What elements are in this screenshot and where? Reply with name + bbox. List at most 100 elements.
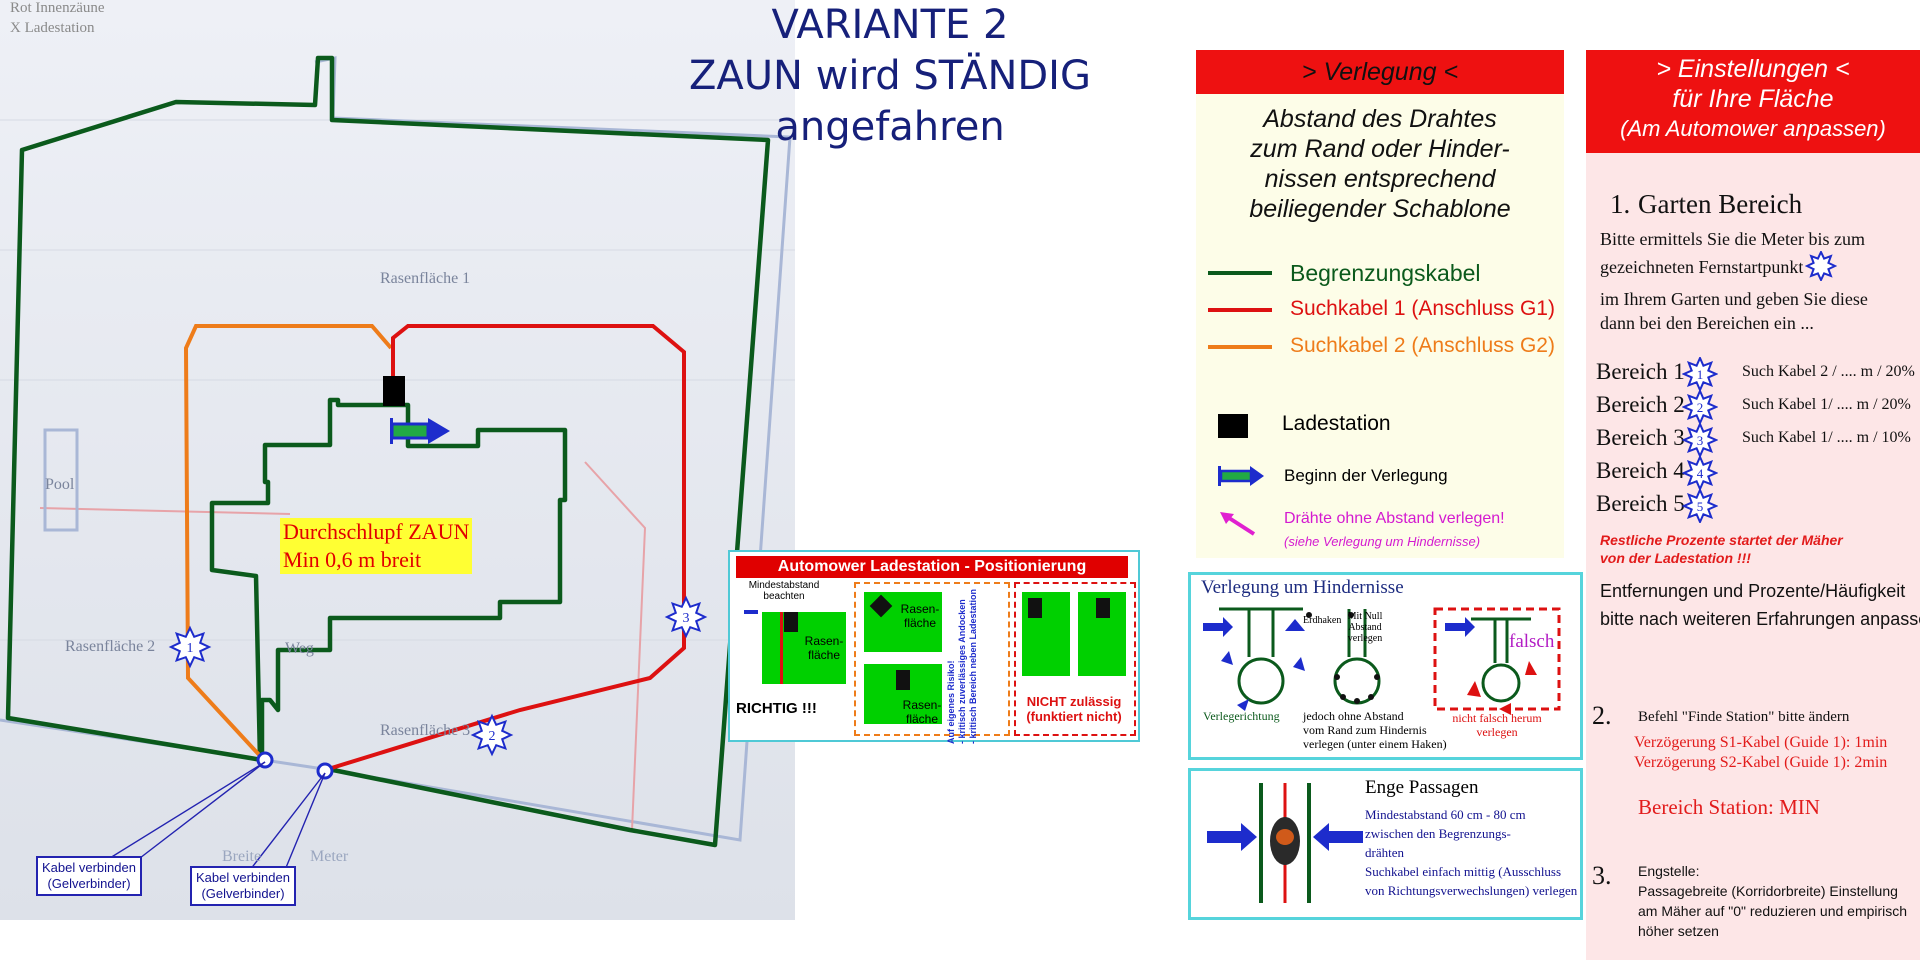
- wire-distance-line2: zum Rand oder Hinder-: [1250, 135, 1510, 163]
- legend-boundary-swatch: [1208, 271, 1272, 275]
- legend-guide2-swatch: [1208, 345, 1272, 349]
- installation-panel: Abstand des Drahtes zum Rand oder Hinder…: [1196, 94, 1564, 558]
- label-path: Weg: [285, 640, 314, 657]
- legend-station-icon: [1218, 414, 1248, 438]
- start-point-star-3: [664, 595, 708, 639]
- panel1-wire: [780, 612, 783, 684]
- plan-drawing: 123: [0, 55, 795, 871]
- panel3-station-right: [1096, 598, 1110, 618]
- section-3-text: Engstelle: Passagebreite (Korridorbreite…: [1638, 861, 1907, 941]
- area-2-value: Such Kabel 1/ .... m / 20%: [1742, 396, 1911, 413]
- obstacles-panel: Verlegung um Hindernisse Erdhaken: [1188, 572, 1583, 760]
- guide-wire-1: [324, 324, 686, 772]
- start-point-star-2: [470, 713, 514, 757]
- narrow-line-1: Mindestabstand 60 cm - 80 cm: [1365, 807, 1526, 822]
- area-row-2: Bereich 2 2 Such Kabel 1/ .... m / 20%: [1596, 388, 1920, 426]
- section-2-title: Befehl "Finde Station" bitte ändern: [1638, 709, 1850, 725]
- area-1-value: Such Kabel 2 / .... m / 20%: [1742, 363, 1915, 380]
- passage-note-line1: Durchschlupf ZAUN: [283, 519, 470, 544]
- connector-label-1: Kabel verbinden (Gelverbinder): [36, 856, 142, 896]
- delay-line-2: Verzögerung S2-Kabel (Guide 1): 2min: [1634, 754, 1888, 771]
- without-distance-note: jedoch ohne Abstand vom Rand zum Hindern…: [1303, 709, 1447, 751]
- section-2-number: 2.: [1592, 701, 1612, 730]
- panel1-lawn-label-1: Rasen-: [804, 634, 844, 648]
- positioning-title: Automower Ladestation - Positionierung: [736, 556, 1128, 578]
- adjust-note: Entfernungen und Prozente/Häufigkeit bit…: [1600, 577, 1920, 633]
- garden-section-title: Garten Bereich: [1638, 189, 1803, 219]
- garden-instructions-line4: dann bei den Bereichen ein ...: [1600, 313, 1814, 333]
- section-2-delays: Verzögerung S1-Kabel (Guide 1): 1min Ver…: [1634, 733, 1887, 773]
- panel2-lawn-label-bottom-2: fläche: [905, 712, 939, 726]
- section-3-line3: höher setzen: [1638, 923, 1719, 939]
- area-row-1: Bereich 1 1 Such Kabel 2 / .... m / 20%: [1596, 355, 1920, 393]
- adjust-line2: bitte nach weiteren Erfahrungen anpassen: [1600, 609, 1920, 629]
- legend-start-label: Beginn der Verlegung: [1284, 466, 1448, 485]
- legend-start-arrow-icon: [1218, 464, 1266, 488]
- note-inner-fences: Rot Innenzäune: [10, 0, 105, 16]
- legend-boundary-label: Begrenzungskabel: [1290, 260, 1481, 286]
- without-distance-line2: vom Rand zum Hindernis: [1303, 723, 1427, 737]
- no-distance-note: Drähte ohne Abstand verlegen!: [1284, 510, 1505, 527]
- label-lawn-3: Rasenfläche 3: [380, 722, 471, 739]
- wrong-way-line2: verlegen: [1476, 725, 1518, 739]
- risk-panel: [854, 582, 1010, 736]
- section-3-line2: am Mäher auf "0" reduzieren und empirisc…: [1638, 903, 1908, 919]
- connector-label-2: Kabel verbinden (Gelverbinder): [190, 866, 296, 906]
- narrow-line-2: zwischen den Begrenzungs-: [1365, 826, 1511, 841]
- wrong-label: falsch: [1509, 631, 1555, 652]
- label-pool: Pool: [45, 476, 75, 493]
- see-obstacles-note: (siehe Verlegung um Hindernisse): [1284, 534, 1481, 549]
- panel2-lawn-label-bottom: Rasen- fläche: [900, 698, 944, 726]
- not-allowed-note: NICHT zulässig (funktiert nicht): [1016, 694, 1132, 724]
- start-point-number-1: 1: [187, 641, 194, 656]
- area-1-label: Bereich 1: [1596, 359, 1685, 384]
- start-point-stars: 123: [168, 595, 708, 757]
- svg-text:2: 2: [1697, 400, 1704, 415]
- pink-arrow-icon: [1218, 510, 1258, 538]
- settings-header-line1: > Einstellungen <: [1656, 55, 1850, 83]
- distance-arrow-icon: [744, 610, 758, 614]
- panel2-lawn-label-top: Rasen- fläche: [898, 602, 942, 630]
- start-point-star-icon: [1805, 249, 1838, 287]
- narrow-passages-panel: Enge Passagen Mindestabstand 60 cm - 80 …: [1188, 768, 1583, 920]
- obstacles-title: Verlegung um Hindernisse: [1201, 577, 1404, 598]
- risk-note: Auf eigenes Risiko! - kritisch zuverläss…: [946, 589, 1002, 744]
- panel2-lawn-label-top-2: fläche: [903, 616, 937, 630]
- area-4-label: Bereich 4: [1596, 458, 1685, 483]
- area-row-3: Bereich 3 3 Such Kabel 1/ .... m / 10%: [1596, 421, 1920, 459]
- obstacles-drawing: [1203, 607, 1561, 715]
- label-width: Breite: [222, 848, 262, 865]
- settings-header-line3: (Am Automower anpassen): [1620, 116, 1886, 141]
- svg-text:4: 4: [1697, 466, 1704, 481]
- min-distance-line1: Mindestabstand: [748, 580, 820, 591]
- connector-label-2-line2: (Gelverbinder): [201, 886, 285, 901]
- connector-pointer-lines: [109, 761, 326, 871]
- risk-note-line2: - kritisch zuverlässiges Andocken: [957, 599, 967, 744]
- zero-distance-label: Mit Null Abstand verlegen: [1341, 611, 1389, 644]
- legend-guide1-label: Suchkabel 1 (Anschluss G1): [1290, 297, 1555, 320]
- passage-note-line2: Min 0,6 m breit: [283, 547, 422, 572]
- connector-label-1-line2: (Gelverbinder): [47, 876, 131, 891]
- zero-distance-line2: Abstand: [1348, 622, 1382, 633]
- panel1-station: [784, 612, 798, 632]
- zero-distance-line1: Mit Null: [1347, 611, 1383, 622]
- zero-distance-line3: verlegen: [1347, 633, 1383, 644]
- narrow-line-3: drähten: [1365, 845, 1404, 860]
- not-allowed-line2: (funktiert nicht): [1026, 709, 1122, 724]
- wire-distance-line3: nissen entsprechend: [1264, 165, 1496, 193]
- connector-label-2-line1: Kabel verbinden: [196, 870, 290, 885]
- area-3-label: Bereich 3: [1596, 425, 1685, 450]
- start-point-star-1: [168, 625, 212, 669]
- legend-guide1-swatch: [1208, 308, 1272, 312]
- station-area-setting: Bereich Station: MIN: [1638, 795, 1820, 819]
- narrow-passages-text: Mindestabstand 60 cm - 80 cm zwischen de…: [1365, 805, 1577, 900]
- garden-instructions-line1: Bitte ermittels Sie die Meter bis zum: [1600, 229, 1865, 249]
- garden-instructions-line2: gezeichneten Fernstartpunkt: [1600, 257, 1804, 278]
- start-point-number-3: 3: [683, 611, 690, 626]
- not-allowed-panel: [1014, 582, 1136, 736]
- start-arrow-icon: [390, 418, 450, 444]
- min-distance-label: Mindestabstand beachten: [744, 580, 824, 602]
- wrong-way-line1: nicht falsch herum: [1452, 711, 1542, 725]
- area-5-label: Bereich 5: [1596, 491, 1685, 516]
